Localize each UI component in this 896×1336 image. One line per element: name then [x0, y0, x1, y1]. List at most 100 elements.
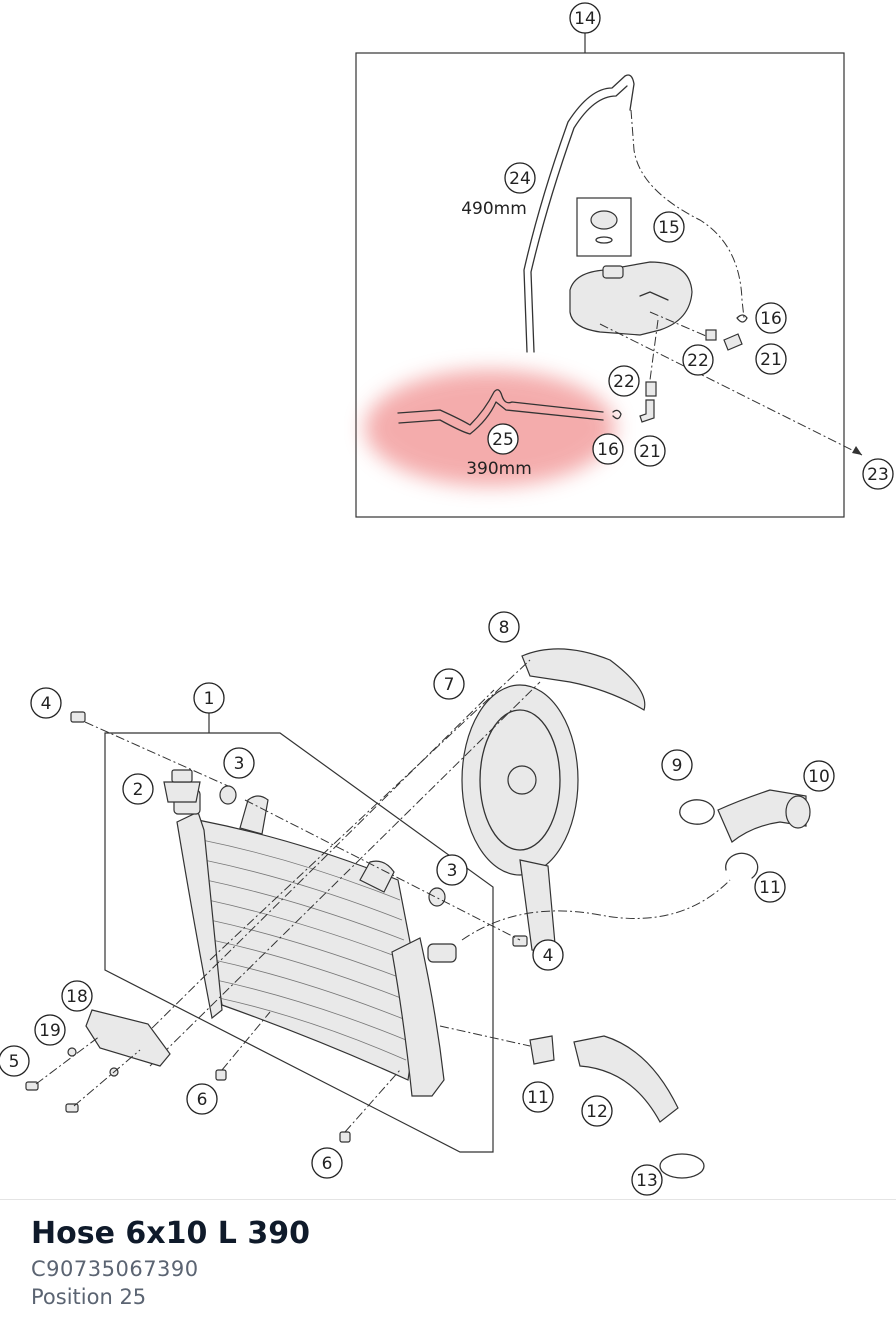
hose-24[interactable]: [523, 74, 635, 353]
callout-3[interactable]: 3: [223, 747, 255, 779]
callout-25[interactable]: 25: [487, 423, 519, 455]
callout-number: 24: [509, 169, 531, 189]
hose-10[interactable]: [717, 789, 807, 843]
callout-number: 22: [613, 372, 635, 392]
callout-21[interactable]: 21: [634, 435, 666, 467]
fan-cover-8[interactable]: [521, 648, 646, 711]
callout-16[interactable]: 16: [592, 433, 624, 465]
callout-4[interactable]: 4: [30, 687, 62, 719]
callout-number: 15: [658, 218, 680, 238]
callout-number: 7: [444, 675, 455, 695]
screw-5a[interactable]: [25, 1081, 39, 1091]
expansion-tank[interactable]: [569, 261, 693, 336]
callout-number: 8: [499, 618, 510, 638]
callout-number: 3: [447, 861, 458, 881]
callout-number: 2: [133, 780, 144, 800]
callout-number: 3: [234, 754, 245, 774]
part-position: Position 25: [31, 1285, 147, 1309]
screw-6b[interactable]: [339, 1131, 351, 1143]
grommet-3-lower[interactable]: [428, 887, 446, 907]
callout-number: 16: [597, 440, 619, 460]
callout-16[interactable]: 16: [755, 302, 787, 334]
callout-9[interactable]: 9: [661, 749, 693, 781]
screw-5b[interactable]: [65, 1103, 79, 1113]
radiator-assembly-frame: [104, 732, 494, 1153]
callout-22[interactable]: 22: [608, 365, 640, 397]
grommet-22-lower[interactable]: [645, 381, 657, 397]
hose-25[interactable]: [397, 389, 604, 426]
callout-11[interactable]: 11: [522, 1081, 554, 1113]
callout-2[interactable]: 2: [122, 773, 154, 805]
upper-bracket-left: [239, 795, 269, 835]
callout-18[interactable]: 18: [61, 980, 93, 1012]
clamp-11-lower[interactable]: [529, 1035, 555, 1065]
callout-8[interactable]: 8: [488, 611, 520, 643]
callout-12[interactable]: 12: [581, 1095, 613, 1127]
callout-number: 13: [636, 1171, 658, 1191]
upper-bracket-right: [359, 860, 395, 893]
clamp-11-upper[interactable]: [725, 852, 759, 879]
callout-number: 10: [808, 767, 830, 787]
clamp-9[interactable]: [679, 799, 715, 825]
callout-3[interactable]: 3: [436, 854, 468, 886]
screw-6a[interactable]: [215, 1069, 227, 1081]
clamp-13[interactable]: [659, 1153, 705, 1179]
callout-number: 21: [760, 350, 782, 370]
callout-number: 4: [41, 694, 52, 714]
callout-6[interactable]: 6: [186, 1083, 218, 1115]
hose-24-length-label: 490mm: [461, 199, 527, 219]
washer-19a[interactable]: [67, 1047, 77, 1057]
radiator-cap-2[interactable]: [163, 781, 201, 803]
callout-number: 23: [867, 465, 889, 485]
elbow-21-lower[interactable]: [639, 399, 655, 423]
callout-number: 1: [204, 689, 215, 709]
callout-number: 16: [760, 309, 782, 329]
callout-number: 11: [527, 1088, 549, 1108]
callout-number: 12: [586, 1102, 608, 1122]
callout-4[interactable]: 4: [532, 939, 564, 971]
callout-6[interactable]: 6: [311, 1147, 343, 1179]
grommet-22-upper[interactable]: [705, 329, 717, 341]
part-title: Hose 6x10 L 390: [31, 1216, 310, 1251]
callout-22[interactable]: 22: [682, 344, 714, 376]
cap-15-box: [576, 197, 632, 257]
callout-number: 25: [492, 430, 514, 450]
callout-number: 5: [9, 1052, 20, 1072]
callout-13[interactable]: 13: [631, 1164, 663, 1196]
callout-number: 11: [759, 878, 781, 898]
tank-cap-15[interactable]: [590, 210, 618, 230]
callout-5[interactable]: 5: [0, 1045, 30, 1077]
radiator-left-tank[interactable]: [176, 811, 223, 1020]
clamp-16-lower[interactable]: [612, 409, 622, 420]
hose-12[interactable]: [573, 1035, 679, 1123]
callout-24[interactable]: 24: [504, 162, 536, 194]
grommet-3-upper[interactable]: [219, 785, 237, 805]
callout-number: 14: [574, 9, 596, 29]
bolt-4-lower[interactable]: [512, 935, 528, 947]
elbow-21-upper[interactable]: [723, 333, 743, 351]
callout-number: 19: [39, 1021, 61, 1041]
selected-part-highlight: [365, 370, 615, 486]
cover-18[interactable]: [85, 1009, 171, 1067]
assembly-14-frame: [355, 52, 845, 518]
callout-1[interactable]: 1: [193, 682, 225, 714]
callout-14[interactable]: 14: [569, 2, 601, 34]
callout-number: 6: [322, 1154, 333, 1174]
callout-23[interactable]: 23: [862, 458, 894, 490]
callout-7[interactable]: 7: [433, 668, 465, 700]
radiator-fins: [201, 839, 407, 1061]
radiator-right-tank[interactable]: [391, 937, 445, 1097]
part-info-panel: Hose 6x10 L 390 C90735067390 Position 25: [0, 1199, 896, 1336]
callout-11[interactable]: 11: [754, 871, 786, 903]
callout-19[interactable]: 19: [34, 1014, 66, 1046]
callout-number: 21: [639, 442, 661, 462]
part-number: C90735067390: [31, 1257, 199, 1281]
callout-21[interactable]: 21: [755, 343, 787, 375]
bolt-4-upper[interactable]: [70, 711, 86, 723]
clamp-16-upper[interactable]: [736, 314, 748, 323]
callout-15[interactable]: 15: [653, 211, 685, 243]
callout-10[interactable]: 10: [803, 760, 835, 792]
callout-number: 4: [543, 946, 554, 966]
